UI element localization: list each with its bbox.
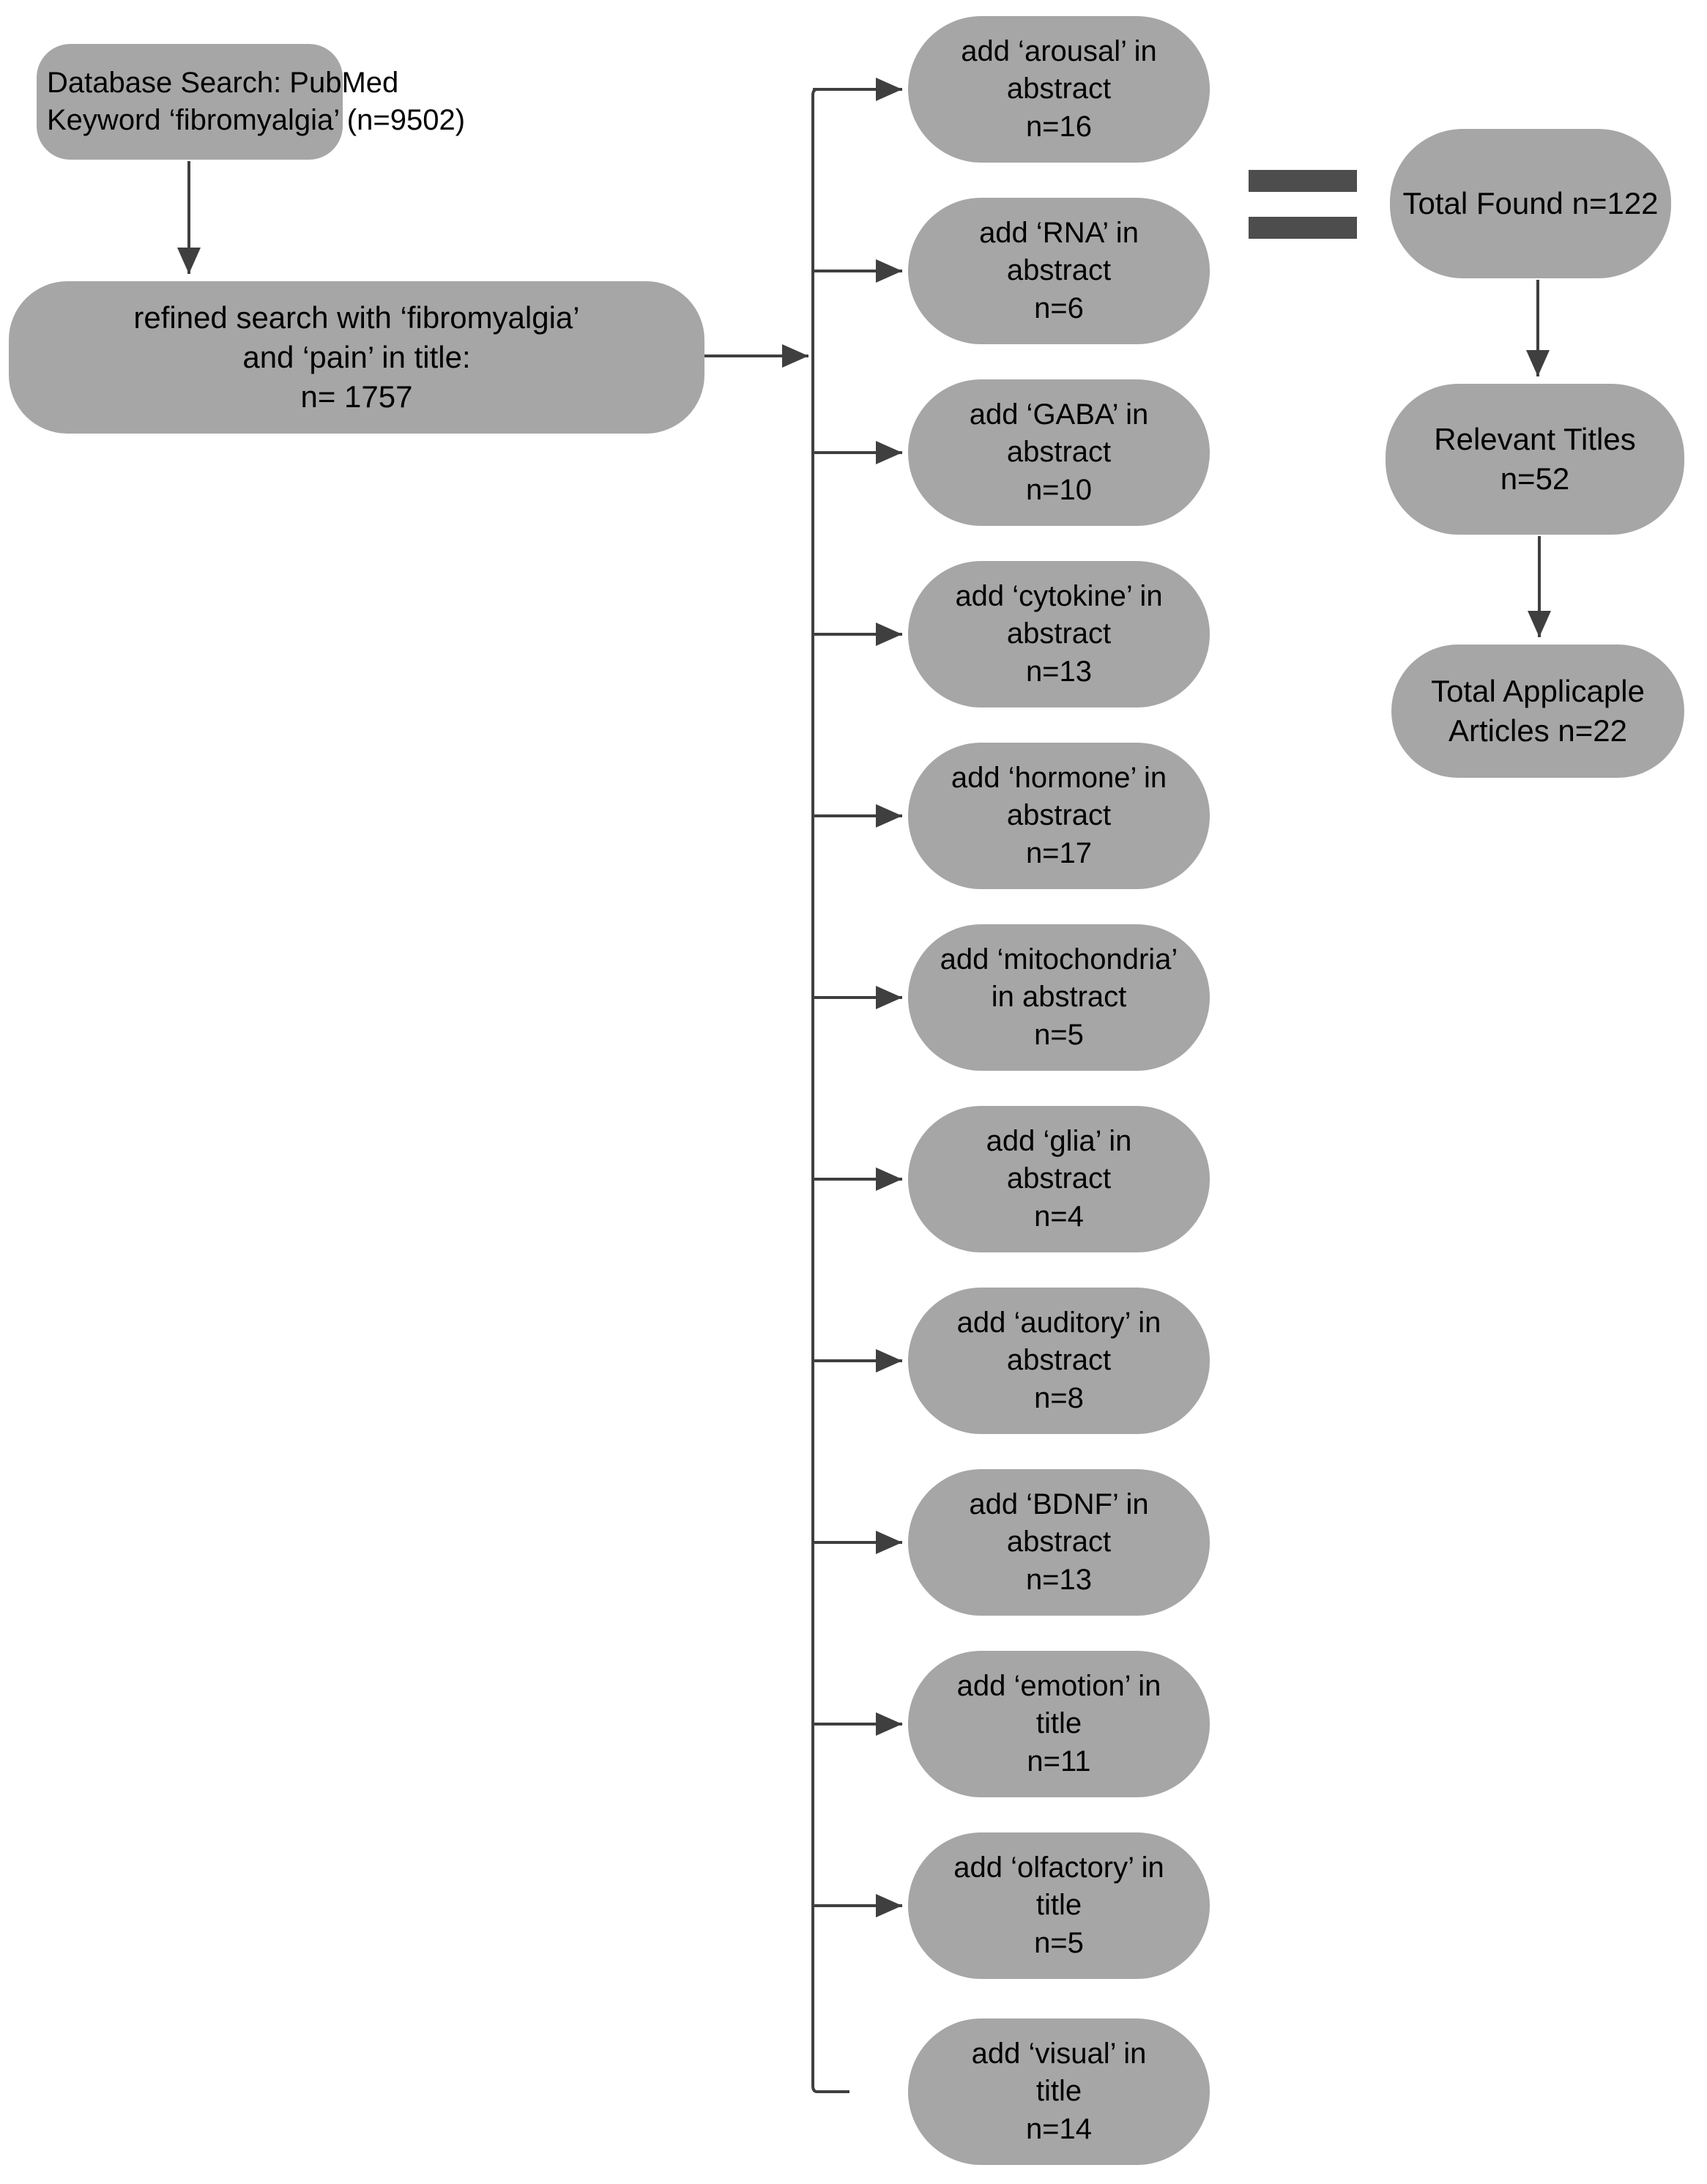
node-keyword-arousal[interactable]: add ‘arousal’ in abstract n=16 (908, 16, 1210, 163)
node-line: abstract (1006, 799, 1112, 832)
connector-trunk (811, 88, 849, 2093)
node-database-search[interactable]: Database Search: PubMed Keyword ‘fibromy… (37, 44, 466, 160)
node-line: refined search with ‘fibromyalgia’ (133, 300, 580, 335)
node-line: title (1035, 1707, 1082, 1740)
node-line: abstract (1006, 1162, 1112, 1195)
node-line: n=6 (1034, 291, 1084, 324)
node-line: n=4 (1034, 1200, 1084, 1233)
node-line: add ‘BDNF’ in (969, 1488, 1149, 1521)
node-keyword-rna[interactable]: add ‘RNA’ in abstract n=6 (908, 198, 1210, 344)
node-keyword-gaba[interactable]: add ‘GABA’ in abstract n=10 (908, 379, 1210, 526)
node-keyword-cytokine[interactable]: add ‘cytokine’ in abstract n=13 (908, 561, 1210, 707)
node-line: abstract (1006, 436, 1112, 469)
equals-bar-top (1249, 170, 1357, 192)
node-line: add ‘visual’ in (971, 2038, 1147, 2070)
node-total-found[interactable]: Total Found n=122 (1390, 129, 1671, 278)
node-line: abstract (1006, 1344, 1112, 1377)
node-relevant-titles[interactable]: Relevant Titles n=52 (1386, 384, 1684, 535)
node-line: Total Found n=122 (1402, 186, 1659, 221)
node-line: Keyword ‘fibromyalgia’ (n=9502) (47, 104, 466, 136)
node-line: add ‘GABA’ in (969, 398, 1149, 431)
node-line: add ‘emotion’ in (956, 1670, 1161, 1703)
node-line: n=10 (1025, 473, 1093, 506)
node-keyword-glia[interactable]: add ‘glia’ in abstract n=4 (908, 1106, 1210, 1252)
node-line: add ‘arousal’ in (961, 35, 1157, 68)
node-line: n=8 (1034, 1381, 1084, 1414)
node-line: abstract (1006, 617, 1112, 650)
node-line: n=11 (1027, 1745, 1091, 1778)
node-line: abstract (1006, 1526, 1112, 1559)
node-line: Total Applicaple (1431, 674, 1645, 709)
node-line: n=5 (1034, 1018, 1084, 1051)
node-keyword-hormone[interactable]: add ‘hormone’ in abstract n=17 (908, 743, 1210, 889)
node-keyword-mitochondria[interactable]: add ‘mitochondria’ in abstract n=5 (908, 924, 1210, 1071)
node-line: in abstract (991, 981, 1127, 1014)
node-line: n=17 (1025, 836, 1093, 869)
node-line: Articles n=22 (1448, 713, 1627, 748)
node-line: n=13 (1025, 655, 1093, 688)
node-keyword-bdnf[interactable]: add ‘BDNF’ in abstract n=13 (908, 1469, 1210, 1616)
node-line: n=16 (1025, 110, 1093, 143)
equals-bar-bottom (1249, 217, 1357, 239)
node-line: add ‘auditory’ in (956, 1307, 1161, 1340)
node-line: Relevant Titles (1434, 422, 1636, 457)
node-line: Database Search: PubMed (47, 66, 399, 99)
node-line: n=13 (1025, 1563, 1093, 1596)
node-line: add ‘mitochondria’ (940, 943, 1178, 976)
node-line: add ‘RNA’ in (979, 217, 1139, 250)
node-refined-search[interactable]: refined search with ‘fibromyalgia’ and ‘… (9, 281, 704, 434)
node-line: add ‘hormone’ in (951, 762, 1167, 795)
node-line: n= 1757 (300, 379, 413, 414)
node-line: n=52 (1500, 461, 1570, 496)
node-line: add ‘olfactory’ in (953, 1851, 1164, 1884)
node-line: and ‘pain’ in title: (242, 340, 471, 375)
node-line: add ‘glia’ in (986, 1125, 1132, 1158)
equals-icon (1249, 170, 1357, 239)
node-keyword-olfactory[interactable]: add ‘olfactory’ in title n=5 (908, 1832, 1210, 1979)
node-keyword-auditory[interactable]: add ‘auditory’ in abstract n=8 (908, 1288, 1210, 1434)
node-line: n=14 (1025, 2112, 1093, 2145)
node-line: n=5 (1034, 1926, 1084, 1959)
node-line: title (1035, 1889, 1082, 1922)
node-line: title (1035, 2075, 1082, 2108)
node-line: abstract (1006, 254, 1112, 287)
node-keyword-visual[interactable]: add ‘visual’ in title n=14 (908, 2018, 1210, 2165)
node-line: abstract (1006, 73, 1112, 105)
node-keyword-emotion[interactable]: add ‘emotion’ in title n=11 (908, 1651, 1210, 1797)
node-line: add ‘cytokine’ in (955, 580, 1163, 613)
node-applicable-articles[interactable]: Total Applicaple Articles n=22 (1391, 645, 1684, 778)
